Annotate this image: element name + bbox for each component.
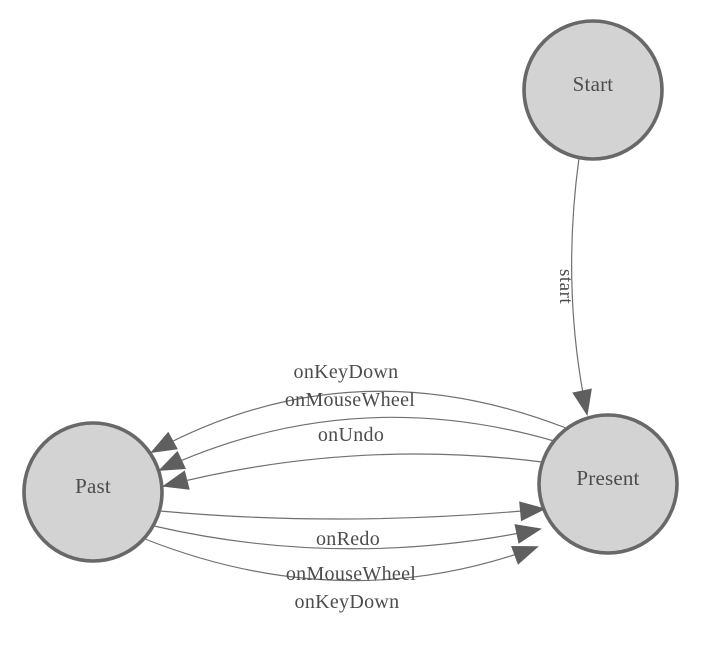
state-node-present-label: Present [576, 466, 639, 490]
state-node-start-label: Start [573, 72, 614, 96]
edge-label-start: start [555, 269, 576, 304]
edge-label-onmousewheel-top: onMouseWheel [285, 389, 415, 411]
state-node-present[interactable] [537, 413, 679, 555]
state-node-past-label: Past [75, 474, 111, 498]
edge-present-to-past-onundo [162, 453, 543, 490]
edge-label-onkeydown-top: onKeyDown [294, 361, 399, 383]
edge-label-onmousewheel-bottom: onMouseWheel [286, 563, 416, 585]
edge-start-to-present [571, 157, 592, 416]
edge-label-onundo: onUndo [318, 424, 384, 446]
edge-label-onredo: onRedo [316, 528, 380, 550]
state-node-start[interactable] [522, 19, 664, 161]
edge-label-onkeydown-bottom: onKeyDown [295, 591, 400, 613]
edge-past-to-present-onredo [159, 501, 546, 522]
edge-present-to-past-onmousewheel [158, 416, 555, 471]
state-node-past[interactable] [22, 421, 164, 563]
edge-present-to-past-onkeydown [150, 390, 567, 453]
edge-past-to-present-onkeydown [144, 538, 539, 582]
edge-past-to-present-onmousewheel [153, 524, 542, 550]
